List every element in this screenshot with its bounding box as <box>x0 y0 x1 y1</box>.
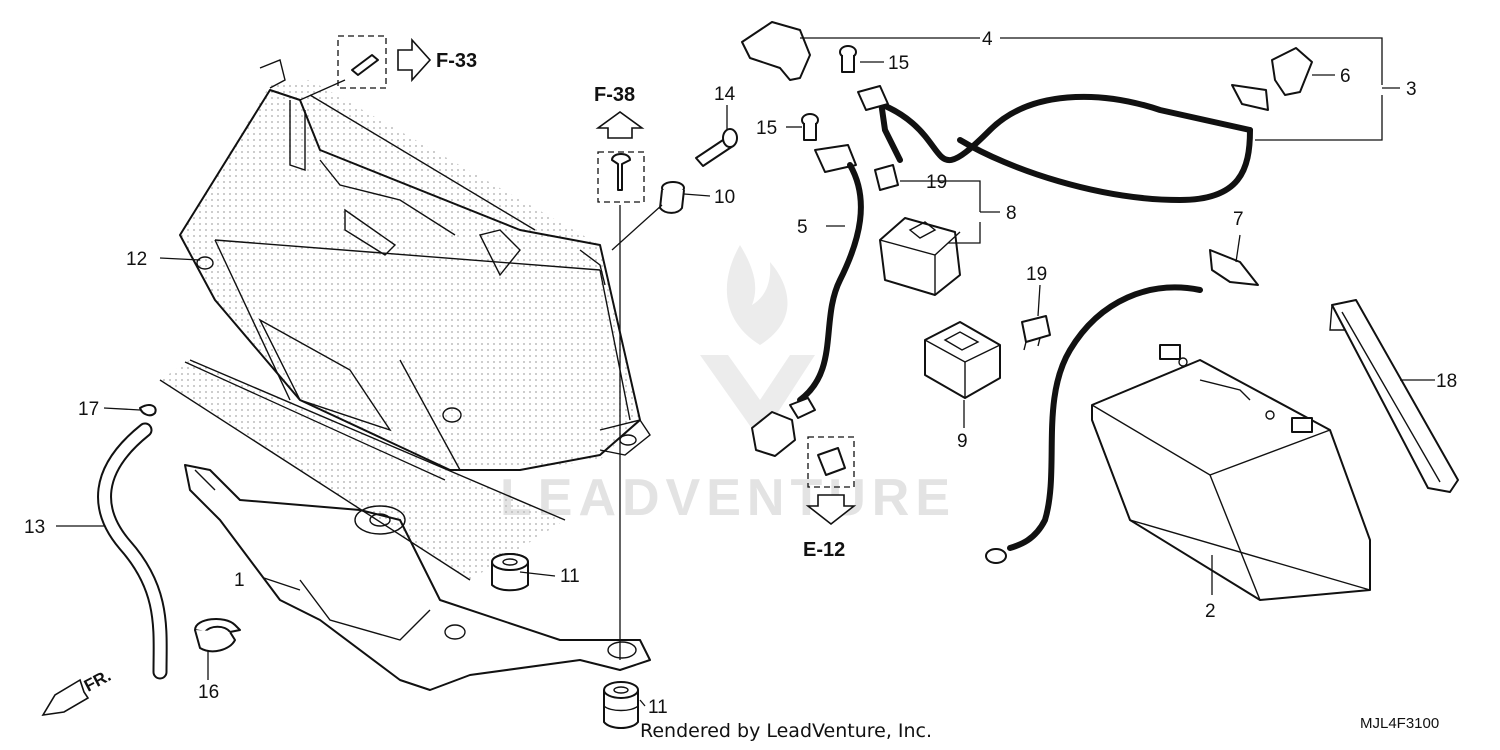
callout-1: 1 <box>234 570 245 591</box>
starter-relay <box>879 217 961 296</box>
clamp-16 <box>194 618 241 653</box>
callout-7: 7 <box>1233 209 1244 230</box>
leader-lines <box>56 37 1435 707</box>
cable-harness-4 <box>741 21 1313 204</box>
f38-arrow <box>595 111 645 139</box>
callout-10: 10 <box>714 187 735 208</box>
reference-f38: F-38 <box>594 84 635 106</box>
callout-11-upper: 11 <box>560 566 580 587</box>
callout-9: 9 <box>957 431 968 452</box>
render-credit: Rendered by LeadVenture, Inc. <box>640 720 933 742</box>
f33-arrow <box>397 37 432 83</box>
callout-4: 4 <box>982 29 993 50</box>
cable-harness-5 <box>751 144 864 457</box>
callout-3: 3 <box>1406 79 1417 100</box>
bolt-15-upper <box>839 45 857 73</box>
relay-cover <box>924 321 1001 399</box>
callout-12: 12 <box>126 249 147 270</box>
bolt-15-lower <box>801 113 819 141</box>
e12-arrow <box>805 494 857 526</box>
fuse-19-lower <box>1021 315 1051 351</box>
front-label: FR. <box>81 666 114 696</box>
screw-14 <box>695 128 738 167</box>
callout-16: 16 <box>198 682 219 703</box>
callout-2: 2 <box>1205 601 1216 622</box>
callouts: 1 2 3 4 5 6 7 8 9 10 11 11 12 13 14 15 1… <box>24 29 1457 718</box>
callout-14: 14 <box>714 84 736 105</box>
reference-f33: F-33 <box>436 50 477 72</box>
e12-nut-box <box>807 436 855 488</box>
battery-box <box>179 59 651 471</box>
callout-19-upper: 19 <box>926 172 947 193</box>
f33-bolt-box <box>337 35 387 89</box>
callout-8: 8 <box>1006 203 1017 224</box>
watermark-text: LEADVENTURE <box>500 469 956 527</box>
callout-19-lower: 19 <box>1026 264 1047 285</box>
callout-15-upper: 15 <box>888 53 909 74</box>
f38-screw-box <box>597 151 645 203</box>
callout-6: 6 <box>1340 66 1351 87</box>
callout-17: 17 <box>78 399 99 420</box>
battery-bracket <box>159 359 651 691</box>
front-arrow <box>41 678 90 717</box>
battery <box>1091 344 1371 601</box>
callout-11-lower: 11 <box>648 697 668 718</box>
callout-18: 18 <box>1436 371 1457 392</box>
cable-negative-7 <box>985 249 1259 564</box>
callout-15-lower: 15 <box>756 118 777 139</box>
diagram-code: MJL4F3100 <box>1360 715 1440 732</box>
f33-bolt <box>351 54 379 76</box>
breather-tube <box>97 422 168 680</box>
e12-nut <box>817 447 846 476</box>
battery-band <box>1329 299 1459 493</box>
callout-5: 5 <box>797 217 808 238</box>
grommet-lower <box>603 681 639 729</box>
watermark: LEADVENTURE <box>500 245 956 527</box>
collar-10 <box>659 181 685 214</box>
grommet-upper <box>491 553 529 592</box>
reference-e12: E-12 <box>803 539 845 561</box>
fuse-19-upper <box>874 164 899 191</box>
clip-17 <box>139 404 157 417</box>
f38-screw <box>611 153 631 191</box>
callout-13: 13 <box>24 517 45 538</box>
